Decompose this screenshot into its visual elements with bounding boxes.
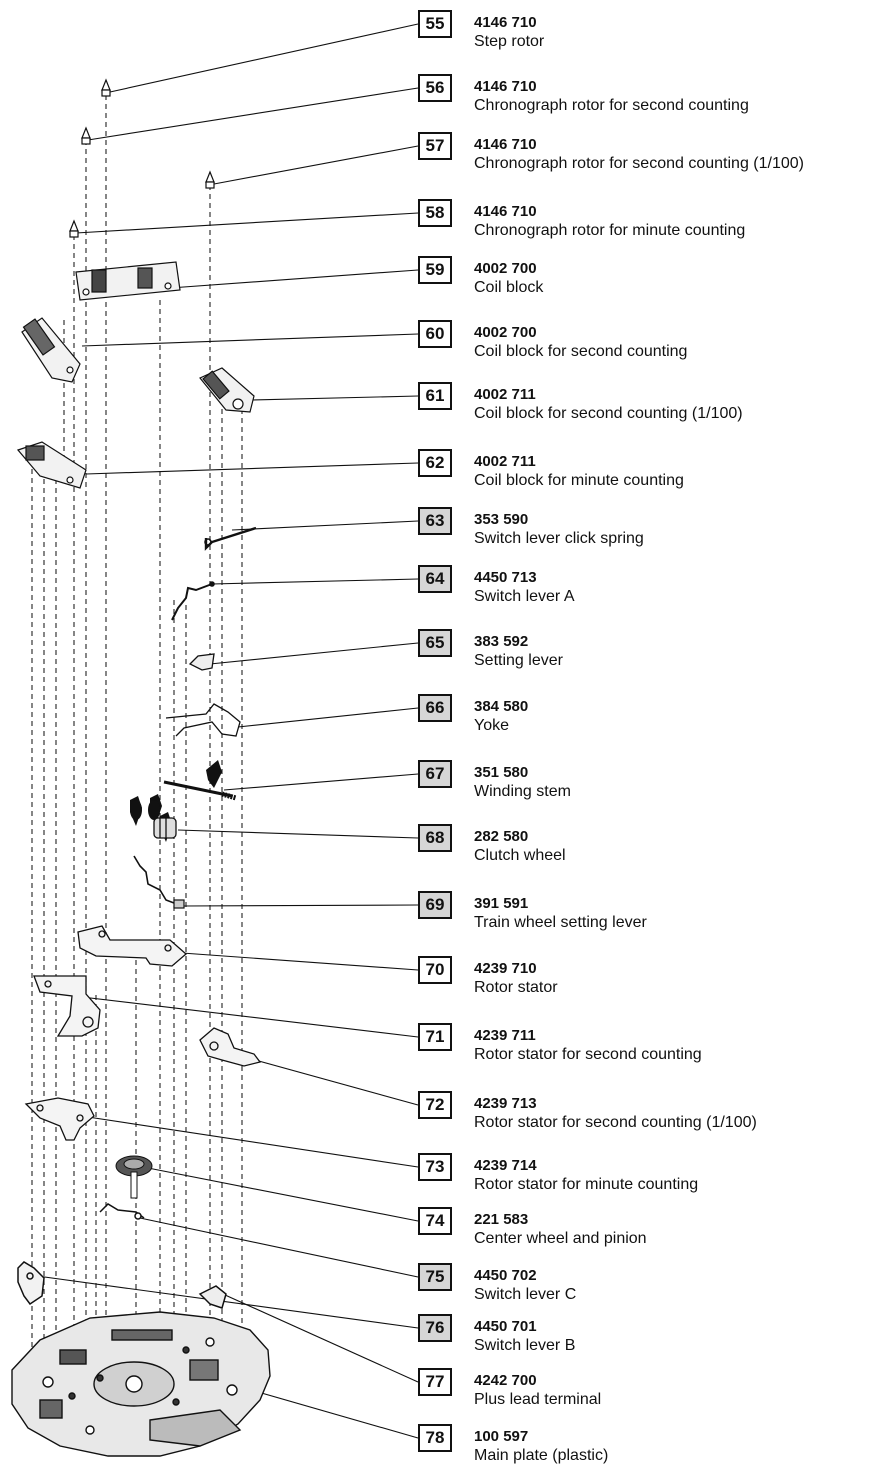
- part-name: Chronograph rotor for second counting (1…: [474, 155, 804, 172]
- part-code: 4146 710: [474, 78, 537, 95]
- part-name: Switch lever A: [474, 588, 575, 605]
- setting-lever: [188, 653, 215, 671]
- coil-blocks: [16, 261, 255, 489]
- part-name: Chronograph rotor for second counting: [474, 97, 749, 114]
- part-name: Yoke: [474, 717, 509, 734]
- part-number-box: 59: [418, 256, 452, 284]
- part-code: 221 583: [474, 1211, 529, 1228]
- step-rotor-pin: [101, 78, 111, 97]
- part-name: Clutch wheel: [474, 847, 566, 864]
- part-code: 391 591: [474, 895, 529, 912]
- part-number-box: 76: [418, 1314, 452, 1342]
- part-name: Train wheel setting lever: [474, 914, 647, 931]
- part-code: 4239 711: [474, 1027, 536, 1044]
- hundredth-rotor-pin: [205, 170, 215, 189]
- part-code: 4146 710: [474, 203, 537, 220]
- train-wheel-setting-lever: [133, 855, 183, 907]
- part-code: 4002 700: [474, 324, 537, 341]
- rotor-stator-73: [24, 1097, 95, 1141]
- part-number-box: 61: [418, 382, 452, 410]
- part-name: Coil block for second counting (1/100): [474, 405, 743, 422]
- part-code: 353 590: [474, 511, 529, 528]
- part-number-box: 70: [418, 956, 452, 984]
- part-number-box: 72: [418, 1091, 452, 1119]
- part-name: Switch lever C: [474, 1286, 577, 1303]
- minute-rotor-pin: [69, 219, 79, 238]
- part-number-box: 57: [418, 132, 452, 160]
- part-number-box: 60: [418, 320, 452, 348]
- part-name: Switch lever click spring: [474, 530, 644, 547]
- part-name: Setting lever: [474, 652, 563, 669]
- part-code: 4450 713: [474, 569, 537, 586]
- part-number-box: 71: [418, 1023, 452, 1051]
- coil-block-61: [199, 367, 255, 413]
- part-number-box: 68: [418, 824, 452, 852]
- part-number-box: 64: [418, 565, 452, 593]
- yoke: [165, 703, 241, 737]
- rotor-stator-72: [199, 1027, 262, 1067]
- winding-stem: [163, 780, 233, 798]
- part-number-box: 77: [418, 1368, 452, 1396]
- part-name: Switch lever B: [474, 1337, 576, 1354]
- part-code: 4450 701: [474, 1318, 537, 1335]
- assembly-guide-lines: [31, 95, 243, 1430]
- part-code: 4239 710: [474, 960, 537, 977]
- part-name: Rotor stator for second counting: [474, 1046, 702, 1063]
- part-name: Rotor stator for second counting (1/100): [474, 1114, 757, 1131]
- coil-block-59: [75, 261, 181, 301]
- switch-lever-a: [171, 583, 213, 621]
- part-number-box: 66: [418, 694, 452, 722]
- part-code: 4002 711: [474, 386, 536, 403]
- part-code: 4239 713: [474, 1095, 537, 1112]
- part-name: Coil block for second counting: [474, 343, 688, 360]
- part-number-box: 65: [418, 629, 452, 657]
- part-number-box: 63: [418, 507, 452, 535]
- part-code: 4242 700: [474, 1372, 537, 1389]
- part-number-box: 55: [418, 10, 452, 38]
- part-name: Winding stem: [474, 783, 571, 800]
- part-code: 384 580: [474, 698, 529, 715]
- part-number-box: 58: [418, 199, 452, 227]
- coil-block-62: [16, 441, 87, 489]
- part-code: 282 580: [474, 828, 529, 845]
- part-code: 383 592: [474, 633, 529, 650]
- leader-lines: [29, 23, 419, 1439]
- part-code: 4146 710: [474, 14, 537, 31]
- coil-block-60: [21, 317, 81, 383]
- part-number-box: 75: [418, 1263, 452, 1291]
- part-number-box: 69: [418, 891, 452, 919]
- levers: [133, 526, 257, 909]
- part-code: 351 580: [474, 764, 529, 781]
- part-name: Coil block for minute counting: [474, 472, 684, 489]
- part-number-box: 78: [418, 1424, 452, 1452]
- part-name: Coil block: [474, 279, 544, 296]
- part-name: Rotor stator for minute counting: [474, 1176, 699, 1193]
- part-number-box: 67: [418, 760, 452, 788]
- part-code: 4002 711: [474, 453, 536, 470]
- part-number-box: 74: [418, 1207, 452, 1235]
- click-spring: [204, 526, 257, 551]
- part-name: Plus lead terminal: [474, 1391, 602, 1408]
- part-code: 4146 710: [474, 136, 537, 153]
- part-name: Step rotor: [474, 33, 545, 50]
- part-name: Main plate (plastic): [474, 1447, 609, 1464]
- part-code: 4239 714: [474, 1157, 537, 1174]
- rotor-pins: [69, 78, 215, 238]
- part-code: 4450 702: [474, 1267, 537, 1284]
- stators: [24, 925, 262, 1141]
- part-name: Rotor stator: [474, 979, 558, 996]
- second-rotor-pin: [81, 126, 91, 145]
- part-code: 100 597: [474, 1428, 529, 1445]
- switch-levers-bc: [17, 1203, 227, 1309]
- part-code: 4002 700: [474, 260, 537, 277]
- main-plate: [11, 1311, 271, 1457]
- part-number-box: 56: [418, 74, 452, 102]
- part-name: Chronograph rotor for minute counting: [474, 222, 746, 239]
- clutch-wheel: [153, 817, 177, 839]
- part-number-box: 62: [418, 449, 452, 477]
- part-number-box: 73: [418, 1153, 452, 1181]
- part-name: Center wheel and pinion: [474, 1230, 647, 1247]
- center-wheel: [115, 1155, 153, 1199]
